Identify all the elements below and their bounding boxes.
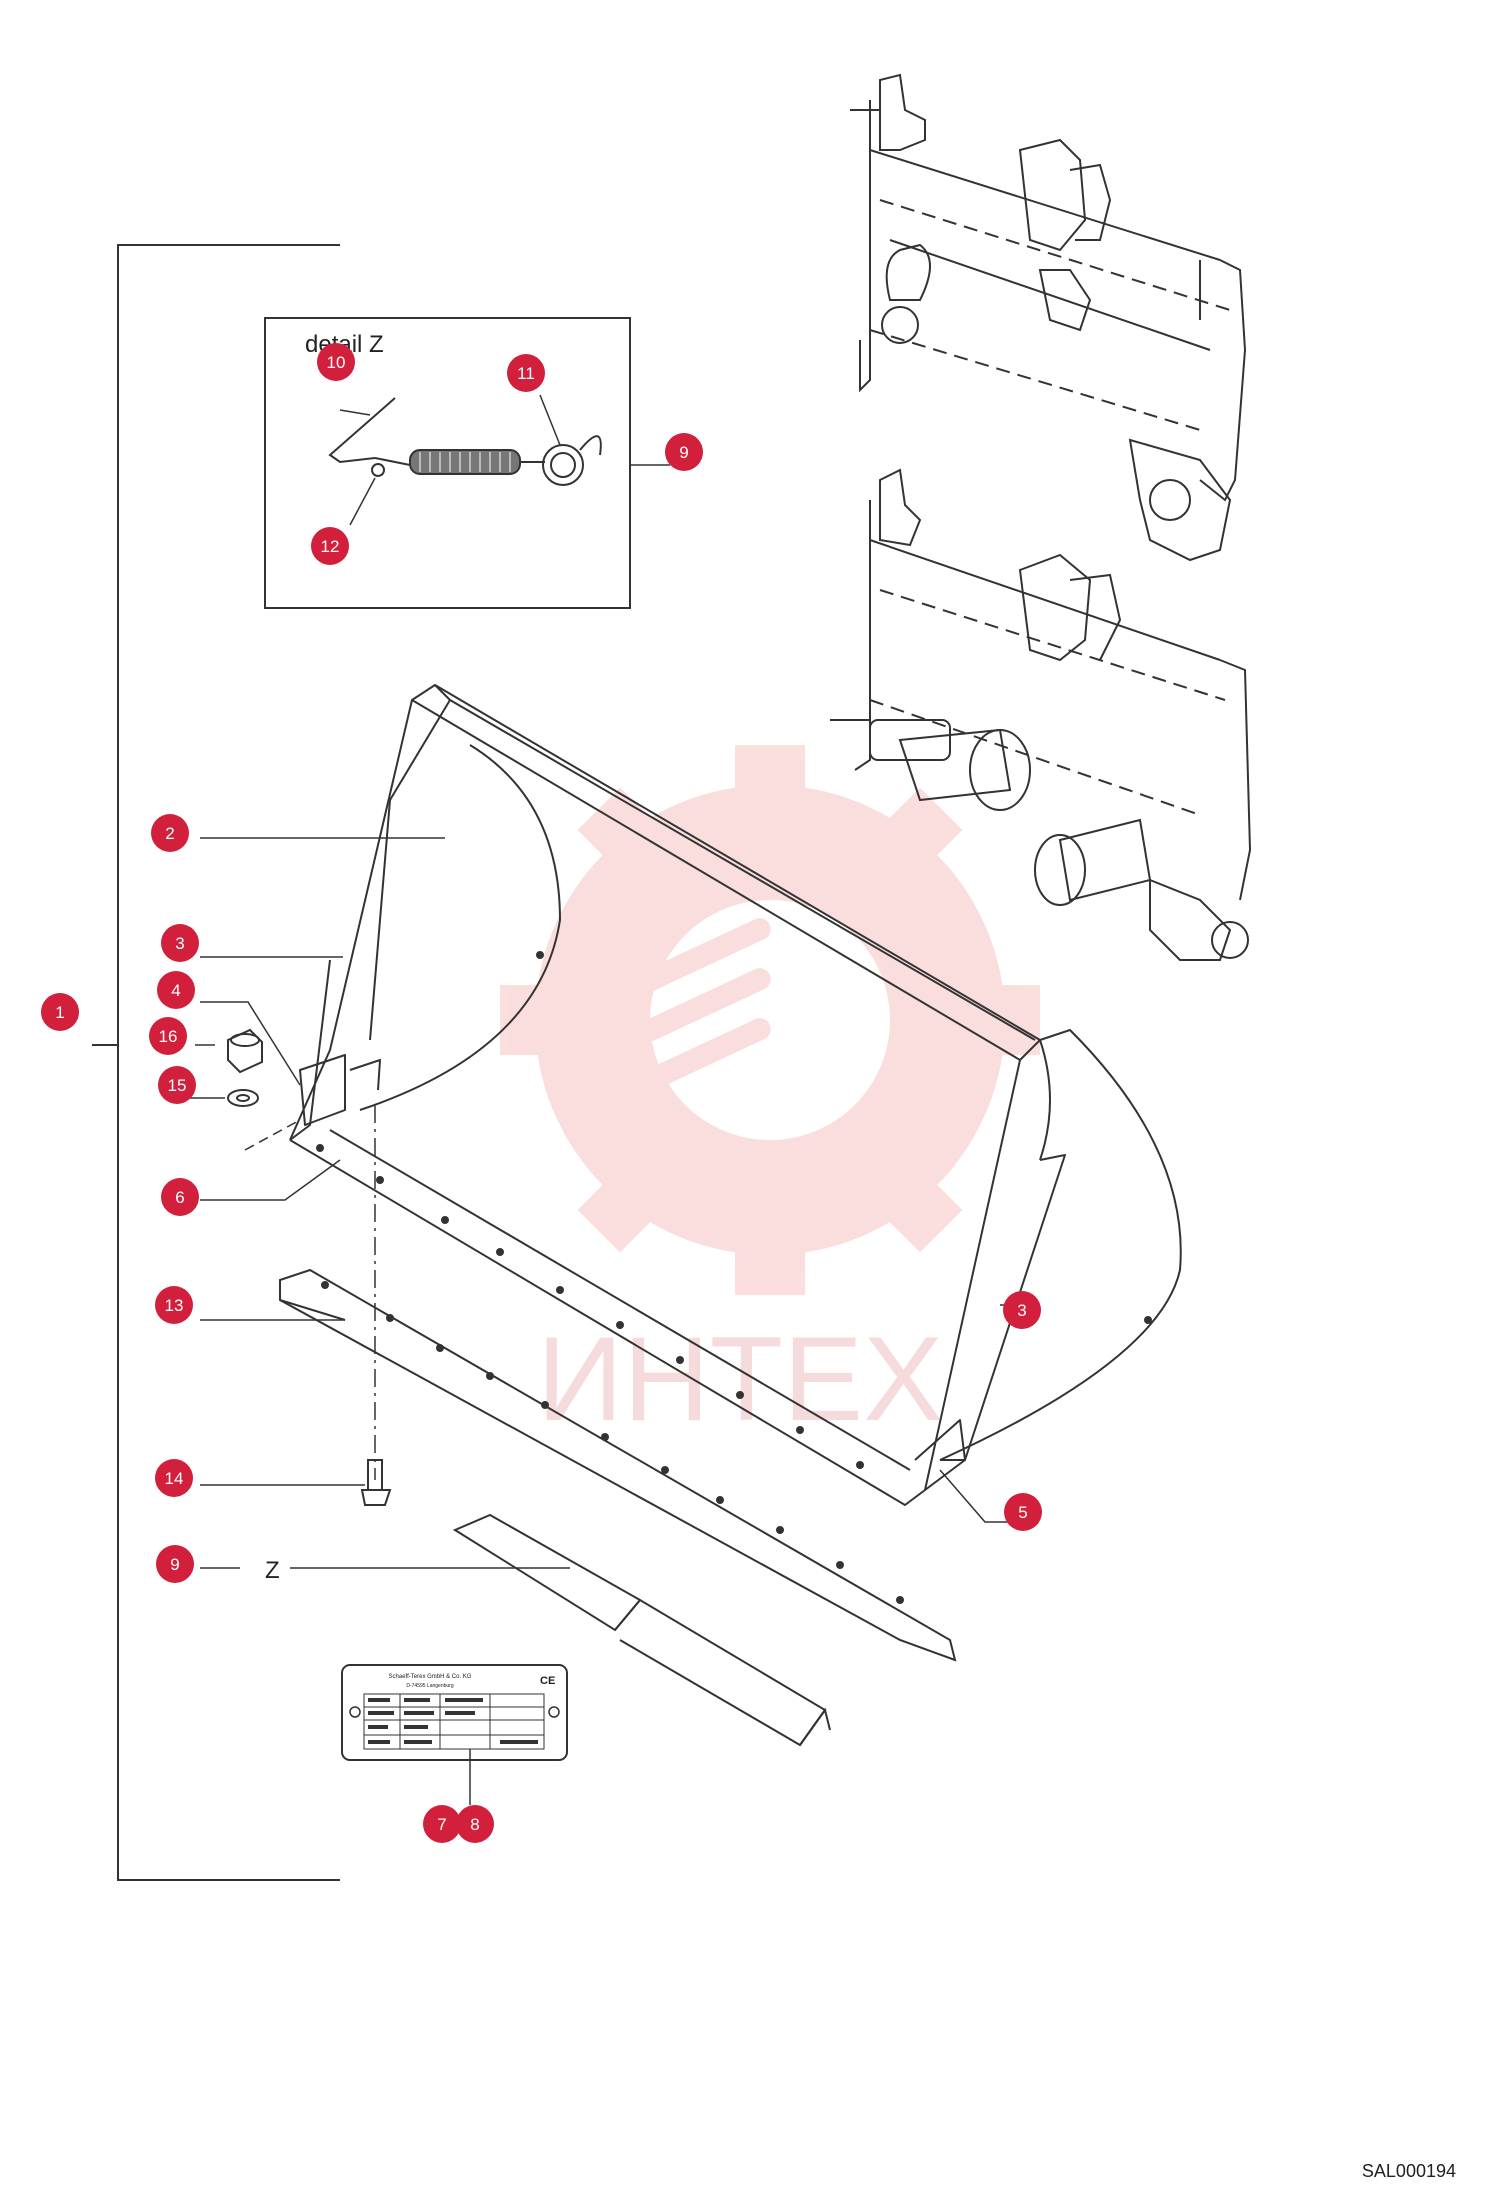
callout-badge-label: 13 bbox=[165, 1296, 184, 1315]
callout-badge-6: 6 bbox=[161, 1178, 199, 1216]
callout-badge-8: 8 bbox=[456, 1805, 494, 1843]
callout-badge-circle bbox=[161, 1178, 199, 1216]
z-marker: Z bbox=[265, 1557, 280, 1584]
callout-badge-label: 3 bbox=[1017, 1301, 1026, 1320]
callout-badge-13: 13 bbox=[155, 1286, 193, 1324]
hardware bbox=[227, 1028, 392, 1506]
callout-badge-label: 12 bbox=[321, 537, 340, 556]
coupler-frame-lower bbox=[830, 468, 1252, 961]
callout-badge-label: 1 bbox=[55, 1003, 64, 1022]
callout-badge-9: 9 bbox=[156, 1545, 194, 1583]
callout-badge-16: 16 bbox=[149, 1017, 187, 1055]
detail-z-box: detail Z bbox=[264, 317, 670, 609]
callout-badge-2: 2 bbox=[151, 814, 189, 852]
callout-badge-7: 7 bbox=[423, 1805, 461, 1843]
callout-badge-circle bbox=[665, 433, 703, 471]
callout-badge-circle bbox=[1003, 1291, 1041, 1329]
callout-badge-label: 2 bbox=[165, 824, 174, 843]
callout-badge-3: 3 bbox=[161, 924, 199, 962]
callout-badge-label: 15 bbox=[168, 1076, 187, 1095]
callout-badge-circle bbox=[161, 924, 199, 962]
callout-badge-label: 14 bbox=[165, 1469, 184, 1488]
callout-badge-label: 7 bbox=[437, 1815, 446, 1834]
watermark-logo bbox=[500, 745, 1040, 1295]
callout-badge-circle bbox=[456, 1805, 494, 1843]
callout-badge-label: 16 bbox=[159, 1027, 178, 1046]
coupler-frame-upper bbox=[850, 73, 1247, 562]
callout-badge-label: 9 bbox=[170, 1555, 179, 1574]
drawing-code: SAL000194 bbox=[1361, 2161, 1456, 2181]
callout-badge-10: 10 bbox=[317, 343, 355, 381]
callout-badge-3: 3 bbox=[1003, 1291, 1041, 1329]
callout-badge-12: 12 bbox=[311, 527, 349, 565]
callout-badge-label: 11 bbox=[517, 364, 535, 383]
callout-badge-label: 8 bbox=[470, 1815, 479, 1834]
callout-badge-circle bbox=[317, 343, 355, 381]
callout-badge-15: 15 bbox=[158, 1066, 196, 1104]
assembly-bracket bbox=[92, 244, 340, 1881]
leader-lines bbox=[190, 837, 1025, 1569]
callout-badge-circle bbox=[41, 993, 79, 1031]
type-plate-line1: Schaeff-Terex GmbH & Co. KG bbox=[389, 1674, 472, 1680]
callout-badge-4: 4 bbox=[157, 971, 195, 1009]
callout-badge-circle bbox=[157, 971, 195, 1009]
callout-badge-11: 11 bbox=[507, 354, 545, 392]
callout-badge-14: 14 bbox=[155, 1459, 193, 1497]
callout-badge-1: 1 bbox=[41, 993, 79, 1031]
callout-badge-circle bbox=[507, 354, 545, 392]
callout-badge-circle bbox=[423, 1805, 461, 1843]
callout-badge-label: 5 bbox=[1018, 1503, 1027, 1522]
callout-badge-circle bbox=[311, 527, 349, 565]
callout-badge-5: 5 bbox=[1004, 1493, 1042, 1531]
callout-badge-circle bbox=[149, 1017, 187, 1055]
callout-badge-9: 9 bbox=[665, 433, 703, 471]
callout-badge-label: 4 bbox=[171, 981, 180, 1000]
callout-badge-circle bbox=[155, 1459, 193, 1497]
callout-badge-label: 10 bbox=[327, 353, 346, 372]
callout-badge-circle bbox=[155, 1286, 193, 1324]
type-plate-line2: D-74595 Langenburg bbox=[406, 1683, 453, 1689]
callout-badge-circle bbox=[158, 1066, 196, 1104]
watermark-text: ИНТЕХ bbox=[537, 1312, 943, 1446]
type-plate: Schaeff-Terex GmbH & Co. KG D-74595 Lang… bbox=[341, 1664, 568, 1805]
callout-badge-label: 9 bbox=[679, 443, 688, 462]
callout-badge-circle bbox=[156, 1545, 194, 1583]
bucket bbox=[289, 684, 1182, 1506]
cutting-edge bbox=[279, 1268, 957, 1662]
callout-badge-label: 3 bbox=[175, 934, 184, 953]
callout-badge-label: 6 bbox=[175, 1188, 184, 1207]
callout-badge-circle bbox=[151, 814, 189, 852]
wear-plates bbox=[452, 1513, 831, 1747]
type-plate-ce: CE bbox=[540, 1675, 555, 1687]
callout-badge-circle bbox=[1004, 1493, 1042, 1531]
